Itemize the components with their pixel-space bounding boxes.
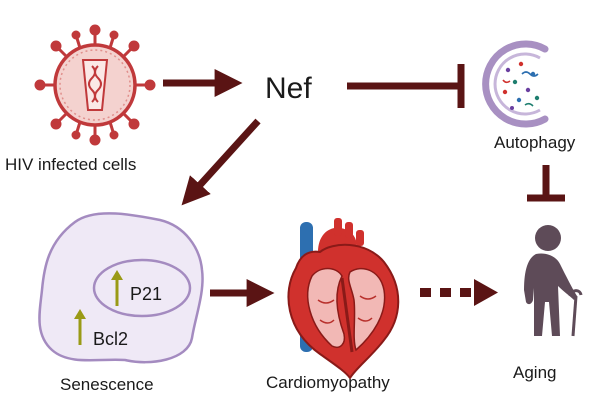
bcl2-up-arrow-icon: [74, 309, 86, 345]
cardiomyopathy-label: Cardiomyopathy: [266, 373, 390, 392]
inhibit-nef-autophagy: [347, 64, 465, 108]
nef-label: Nef: [265, 72, 312, 105]
senescence-label: Senescence: [60, 375, 154, 394]
hiv-label: HIV infected cells: [5, 155, 136, 174]
elderly-person-icon: [524, 225, 583, 337]
hiv-virus-icon: [34, 24, 156, 146]
aging-label: Aging: [513, 363, 556, 382]
bcl2-label: Bcl2: [93, 329, 128, 349]
p21-label: P21: [130, 284, 162, 304]
arrow-nef-to-senescence: [181, 118, 261, 206]
inhibit-autophagy-aging: [527, 165, 565, 202]
p21-up-arrow-icon: [111, 270, 123, 306]
autophagy-label: Autophagy: [494, 133, 576, 152]
heart-icon: [287, 218, 400, 380]
autophagosome-icon: [482, 40, 549, 128]
dotted-arrow-to-aging: [420, 279, 498, 306]
